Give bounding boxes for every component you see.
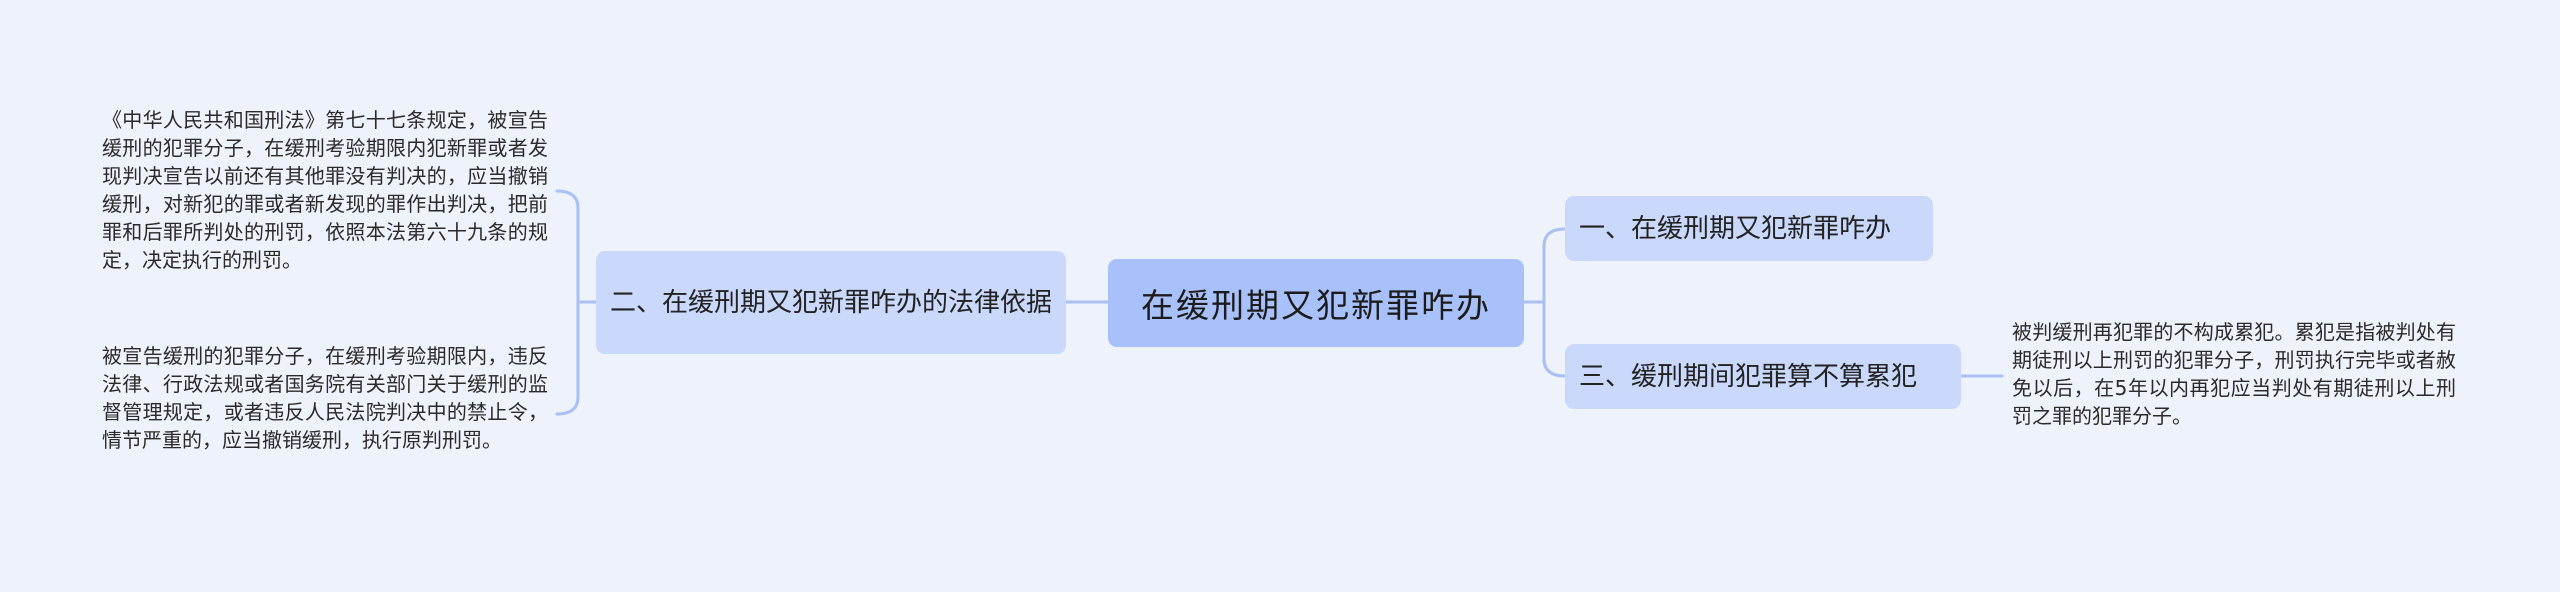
leaf-node-recidivism-explanation[interactable]: 被判缓刑再犯罪的不构成累犯。累犯是指被判处有期徒刑以上刑罚的犯罪分子，刑罚执行完… <box>2012 320 2456 428</box>
root-node-label: 在缓刑期又犯新罪咋办 <box>1141 286 1491 325</box>
branch-node-label: 一、在缓刑期又犯新罪咋办 <box>1579 213 1892 244</box>
branch-node-legal-basis[interactable]: 二、在缓刑期又犯新罪咋办的法律依据 <box>596 251 1066 354</box>
connector-right-bracket <box>1542 227 1567 378</box>
branch-node-recidivism[interactable]: 三、缓刑期间犯罪算不算累犯 <box>1565 344 1961 409</box>
leaf-node-probation-violation[interactable]: 被宣告缓刑的犯罪分子，在缓刑考验期限内，违反法律、行政法规或者国务院有关部门关于… <box>102 344 548 452</box>
branch-node-label: 二、在缓刑期又犯新罪咋办的法律依据 <box>610 287 1053 318</box>
leaf-node-criminal-law-article-77[interactable]: 《中华人民共和国刑法》第七十七条规定，被宣告缓刑的犯罪分子，在缓刑考验期限内犯新… <box>102 108 548 272</box>
branch-node-label: 三、缓刑期间犯罪算不算累犯 <box>1579 361 1918 392</box>
root-node[interactable]: 在缓刑期又犯新罪咋办 <box>1108 259 1524 347</box>
connector-left-bracket <box>555 189 580 416</box>
branch-node-what-to-do[interactable]: 一、在缓刑期又犯新罪咋办 <box>1565 196 1933 261</box>
